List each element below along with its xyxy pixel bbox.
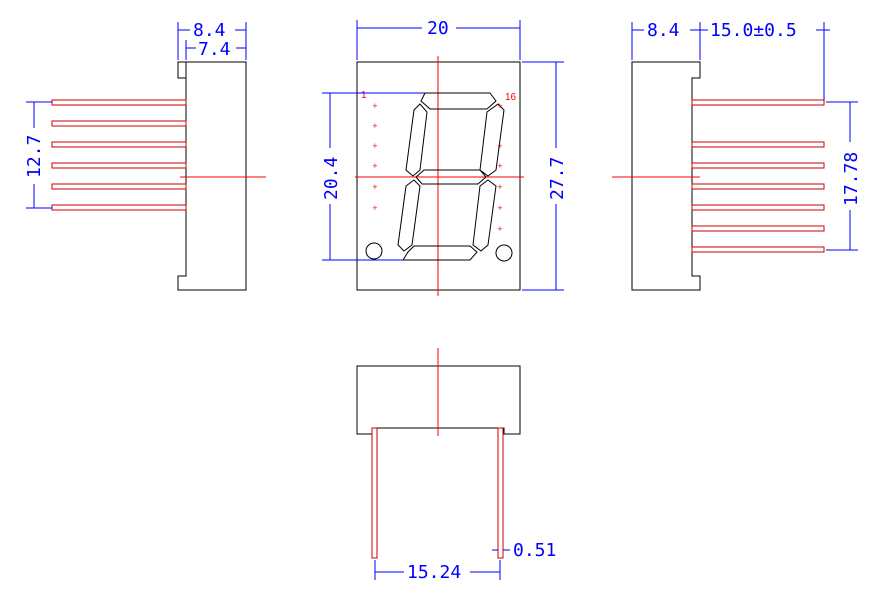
dim-front-digit-height: 20.4 [321,92,425,261]
bottom-pin-left [371,427,378,559]
dim-label-left-width-inner: 7.4 [198,39,231,60]
decimal-point-left [365,242,383,260]
dim-front-height: 27.7 [522,61,568,291]
dim-label-left-width-outer: 8.4 [193,20,226,41]
dim-left-width-outer: 8.4 [177,20,247,60]
svg-text:+: + [372,162,378,170]
svg-text:+: + [497,162,503,170]
dim-front-width: 20 [356,18,521,60]
dim-right-pin-span: 17.78 [826,101,862,251]
dim-label-front-height: 27.7 [547,157,568,200]
bottom-body-outline [356,365,521,435]
dim-left-width-inner: 7.4 [185,39,246,60]
left-body-outline [177,61,247,291]
front-view: + + + + + + + + + + + + 1 16 20 [321,18,568,296]
segment-a [420,92,497,110]
svg-text:+: + [372,102,378,110]
dim-label-front-digit-height: 20.4 [321,157,342,200]
svg-text:+: + [372,122,378,130]
dim-right-width: 8.4 [631,20,701,60]
dim-label-left-pin-span: 12.7 [24,135,45,178]
right-pins [691,99,825,253]
left-pins [51,99,187,211]
svg-text:+: + [372,142,378,150]
bottom-view: 15.24 0.51 [356,348,556,583]
dim-label-right-pin-span: 17.78 [841,152,862,206]
dim-right-pin-length: 15.0±0.5 [700,20,830,100]
pin-markers: + + + + + + + + + + + + [372,102,503,233]
dim-label-bottom-pin-pitch: 15.24 [407,562,461,583]
segment-b [479,103,505,177]
dim-label-right-width: 8.4 [647,20,680,41]
dim-label-bottom-pin-diameter: 0.51 [513,540,556,561]
pin-label-first: 1 [361,90,367,101]
dim-left-pin-span: 12.7 [24,101,52,209]
segment-e [397,179,421,252]
pin-label-last: 16 [505,92,517,103]
svg-text:+: + [372,183,378,191]
dim-bottom-pin-pitch: 15.24 [374,560,501,583]
bottom-pin-right [497,427,504,559]
dim-label-front-width: 20 [427,18,449,39]
left-side-view: 8.4 7.4 12.7 [24,20,266,291]
svg-text:+: + [372,204,378,212]
right-side-view: 8.4 15.0±0.5 17.78 [612,20,862,291]
svg-text:+: + [497,204,503,212]
svg-text:+: + [497,225,503,233]
segment-d [402,245,478,261]
svg-text:+: + [497,142,503,150]
dim-bottom-pin-diameter: 0.51 [492,540,556,561]
dim-label-right-pin-length: 15.0±0.5 [710,20,797,41]
decimal-point-right [495,244,513,262]
svg-text:+: + [497,183,503,191]
svg-text:+: + [497,102,503,110]
segment-g [415,169,487,185]
segment-c [472,179,497,252]
segment-f [405,103,428,177]
right-body-outline [631,61,701,291]
